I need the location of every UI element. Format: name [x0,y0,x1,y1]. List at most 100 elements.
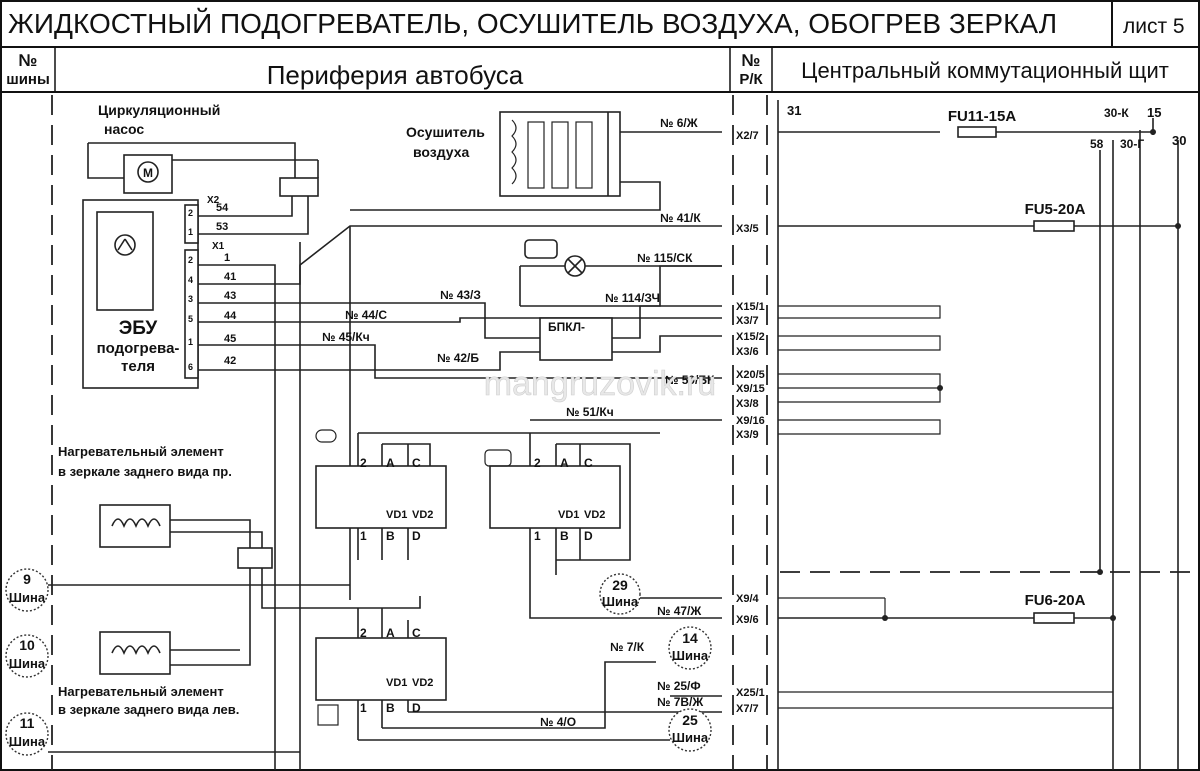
relay-pin: B [386,701,395,715]
relay-pin: D [584,529,593,543]
pin-num: 5 [188,314,193,324]
bus-label-30k: 30-К [1104,106,1129,120]
relay-pin: A [560,456,569,470]
pin-num: 4 [188,275,193,285]
wire-label: № 6/Ж [660,116,698,130]
bus-11 [5,712,300,756]
fuse-fu11 [778,126,1060,138]
bpkl-label: БПКЛ- [548,320,585,334]
col-bus-no: № [19,51,38,70]
connector-label: X9/4 [736,593,760,605]
connector-label: X3/7 [736,315,759,327]
bus-label-58: 58 [1090,137,1104,151]
bus-label: Шина [672,730,709,745]
connector-label: X9/6 [736,614,759,626]
page-title: ЖИДКОСТНЫЙ ПОДОГРЕВАТЕЛЬ, ОСУШИТЕЛЬ ВОЗД… [8,8,1057,39]
bus-label: Шина [602,594,639,609]
wire-label: № 42/Б [437,351,479,365]
fuse-fu11-label: FU11-15A [948,108,1017,125]
wire-label: № 50/БК [665,373,715,387]
pin-wire: 53 [216,221,228,233]
connector-label: X15/1 [736,301,765,313]
ecu-wiring [198,196,722,770]
bus-9 [5,568,350,612]
relay-pin: 2 [360,456,367,470]
bpkl-unit [539,317,613,361]
pin-wire: 45 [224,333,236,345]
pump-label-1: Циркуляционный [98,102,220,118]
dryer-label-1: Осушитель [406,124,485,140]
fuse-fu5-label: FU5-20A [1025,201,1086,218]
relay-pin: A [386,456,395,470]
ecu-unit [82,199,199,389]
mirror-right-label-2: в зеркале заднего вида пр. [58,464,232,479]
fuse-fu6-label: FU6-20A [1025,592,1086,609]
wire-label: № 41/К [660,211,701,225]
connector-label: X7/7 [736,703,759,715]
bus-label: Шина [9,590,46,605]
wire-labels: № 6/Ж № 41/К № 115/СК № 114/ЗЧ № 43/З № … [322,116,715,729]
connector-label: X3/8 [736,398,759,410]
wire-label: № 45/Кч [322,330,370,344]
ecu-x1-label: X1 [212,241,225,252]
wire-label: № 4/О [540,715,576,729]
pin-num: 2 [188,255,193,265]
relay-pin: D [412,701,421,715]
wire-label: № 7В/Ж [657,695,703,709]
mirror-heater-right [99,504,358,666]
relay-3 [315,596,722,741]
sheet-label: лист 5 [1123,15,1185,38]
relay-pin: 2 [534,456,541,470]
ecu-pins: 2 54 1 53 2 1 4 41 3 43 5 44 1 45 6 42 [188,202,237,372]
col-rk-no: № [742,51,761,70]
relay-diode: VD2 [412,677,433,689]
bus-25 [668,695,722,752]
ecu-label-2: подогрева- [97,340,180,357]
connector-label: X3/9 [736,429,759,441]
mirror-left-label-1: Нагревательный элемент [58,684,224,699]
col-bus-label: шины [6,71,50,88]
relay-diode: VD1 [386,509,407,521]
relay-pin: 1 [534,529,541,543]
circulation-pump: M [87,142,319,197]
wire-label: № 44/С [345,308,387,322]
ecu-label-1: ЭБУ [119,318,158,339]
relay-pin: C [584,456,593,470]
connector-labels: X2/7 X3/5 X15/1 X3/7 X15/2 X3/6 X20/5 X9… [736,130,765,715]
bus-14 [668,626,712,670]
relay-diode: VD2 [412,509,433,521]
relay-pin: 1 [360,529,367,543]
col-rk-label: Р/К [739,71,763,88]
bus-num: 29 [612,577,628,593]
relay-pin: A [386,626,395,640]
connector-label: X15/2 [736,331,765,343]
fuse-fu6 [778,612,1113,624]
watermark: mangruzovik.ru [484,365,716,403]
relay-pin: D [412,529,421,543]
relay-diode: VD1 [386,677,407,689]
pin-wire: 1 [224,252,230,264]
ecu-label-3: теля [121,358,155,375]
relay-1 [315,429,660,560]
wire-label: № 25/Ф [657,679,701,693]
bus-29 [599,573,722,615]
pin-wire: 41 [224,271,236,283]
pin-wire: 54 [216,202,229,214]
bus-label-31: 31 [787,103,801,118]
bus-label: Шина [9,734,46,749]
bus-label-15: 15 [1147,105,1161,120]
bus-bars [777,100,1181,770]
pin-wire: 43 [224,290,236,302]
connector-label: X2/7 [736,130,759,142]
bus-num: 10 [19,637,35,653]
svg-text:M: M [143,166,153,180]
wire-label: № 43/З [440,288,481,302]
pin-wire: 42 [224,355,236,367]
ecu-x2-label: X2 [207,195,220,206]
pin-num: 6 [188,362,193,372]
bus-label-30g: 30-Г [1120,137,1144,151]
fuse-fu5 [778,220,1178,232]
bus-num: 25 [682,712,698,728]
pin-num: 3 [188,294,193,304]
